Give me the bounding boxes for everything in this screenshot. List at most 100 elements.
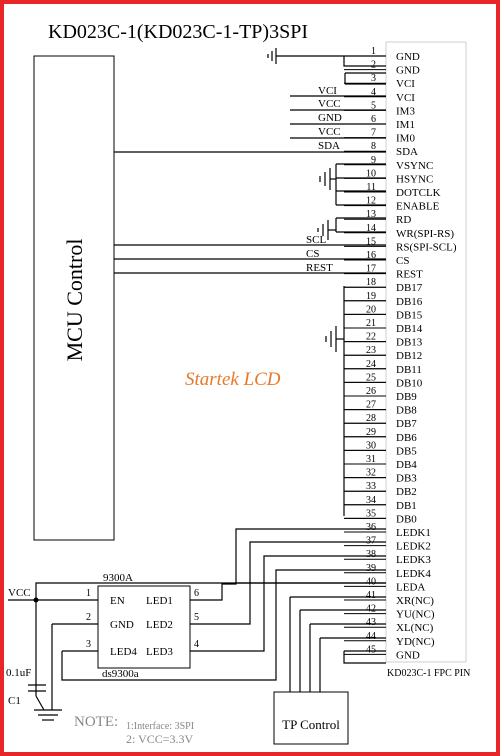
fpc-pin-number: 39 [366, 563, 376, 574]
net-sda: SDA [318, 140, 340, 152]
fpc-pin-name: DB3 [396, 473, 417, 485]
fpc-pin-name: DB15 [396, 309, 423, 321]
fpc-pin-name: LEDK1 [396, 527, 431, 539]
fpc-pin-name: IM1 [396, 119, 415, 131]
fpc-pin-name: HSYNC [396, 173, 433, 185]
driver-left-pin-name: GND [110, 619, 134, 631]
fpc-pin-number: 9 [371, 155, 376, 166]
fpc-pin-number: 6 [371, 114, 376, 125]
fpc-pin-row: 44 YD(NC) [344, 631, 435, 648]
fpc-pin-name: DB16 [396, 296, 423, 308]
fpc-pin-number: 29 [366, 427, 376, 438]
fpc-pin-name: VCI [396, 92, 415, 104]
fpc-pin-row: 2 GND [344, 60, 420, 77]
fpc-pin-number: 7 [371, 128, 376, 139]
fpc-pin-name: CS [396, 255, 409, 267]
fpc-pin-name: IM0 [396, 133, 415, 145]
fpc-pin-name: GND [396, 649, 420, 661]
fpc-pin-number: 4 [371, 87, 376, 98]
vcc-input-label: VCC [8, 587, 31, 599]
fpc-pin-name: YU(NC) [396, 609, 435, 621]
note-line-1: 1:Interface: 3SPI [126, 721, 194, 732]
fpc-pin-number: 12 [366, 196, 376, 207]
driver-left-pin-number: 2 [86, 612, 91, 623]
fpc-pin-number: 2 [371, 60, 376, 71]
fpc-pin-number: 3 [371, 73, 376, 84]
fpc-pin-name: LEDA [396, 581, 425, 593]
fpc-pin-number: 40 [366, 576, 376, 587]
fpc-pin-name: DB17 [396, 282, 423, 294]
fpc-pin-row: 9 VSYNC [344, 155, 433, 172]
fpc-pin-number: 1 [371, 46, 376, 57]
fpc-pin-number: 10 [366, 168, 376, 179]
fpc-pin-number: 37 [366, 536, 376, 547]
net-vcc-7: VCC [318, 126, 341, 138]
note-line-2: 2: VCC=3.3V [126, 732, 194, 746]
fpc-pin-number: 26 [366, 386, 376, 397]
fpc-pin-name: DB4 [396, 459, 417, 471]
fpc-pin-row: 36 LEDK1 [344, 522, 431, 539]
fpc-pin-name: YD(NC) [396, 636, 435, 648]
driver-bottom-label: ds9300a [102, 668, 139, 680]
led-driver-ic [97, 585, 191, 669]
driver-left-pin-name: EN [110, 595, 125, 607]
fpc-pin-name: LEDK3 [396, 554, 431, 566]
fpc-pin-name: DB9 [396, 391, 417, 403]
rd-wr-ground [317, 217, 386, 240]
fpc-pin-name: DB13 [396, 337, 423, 349]
fpc-pin-number: 30 [366, 440, 376, 451]
fpc-pin-number: 23 [366, 345, 376, 356]
driver-left-pin-number: 3 [86, 639, 91, 650]
fpc-pin-row: 37 LEDK2 [344, 536, 431, 553]
net-vci: VCI [318, 85, 337, 97]
fpc-pin-name: VSYNC [396, 160, 433, 172]
net-vcc-5: VCC [318, 98, 341, 110]
driver-right-pin-name: LED3 [146, 646, 173, 658]
fpc-pin-number: 16 [366, 250, 376, 261]
fpc-pin-number: 35 [366, 508, 376, 519]
fpc-pin-name: DB14 [396, 323, 423, 335]
fpc-pin-number: 31 [366, 454, 376, 465]
fpc-pin-name: GND [396, 65, 420, 77]
fpc-pin-name: IM3 [396, 105, 415, 117]
driver-right-pin-name: LED2 [146, 619, 173, 631]
fpc-pin-row: 40 LEDA [344, 576, 425, 593]
fpc-pin-name: DB0 [396, 513, 417, 525]
mcu-label: MCU Control [62, 239, 87, 362]
driver-top-label: 9300A [103, 572, 133, 584]
fpc-pin-number: 17 [366, 264, 376, 275]
fpc-pin-row: 16 CS [344, 250, 409, 267]
fpc-pin-number: 33 [366, 481, 376, 492]
driver-right-pin-number: 5 [194, 612, 199, 623]
mcu-block [33, 55, 115, 541]
net-gnd-6: GND [318, 112, 342, 124]
fpc-pin-name: DB11 [396, 364, 422, 376]
fpc-pin-number: 36 [366, 522, 376, 533]
fpc-pin-number: 22 [366, 332, 376, 343]
fpc-pin-number: 43 [366, 617, 376, 628]
diagram-title: KD023C-1(KD023C-1-TP)3SPI [48, 21, 308, 43]
fpc-pin-number: 44 [366, 631, 376, 642]
fpc-pin-number: 32 [366, 468, 376, 479]
fpc-pin-name: LEDK2 [396, 541, 431, 553]
led-wiring [8, 528, 386, 721]
fpc-pin-number: 18 [366, 277, 376, 288]
fpc-pin-name: WR(SPI-RS) [396, 228, 454, 240]
note-title: NOTE: [74, 714, 118, 730]
fpc-pin-name: GND [396, 51, 420, 63]
fpc-connector [385, 41, 467, 663]
fpc-pin-name: VCI [396, 78, 415, 90]
cap-value: 0.1uF [6, 667, 31, 679]
fpc-pin-number: 20 [366, 304, 376, 315]
fpc-pin-row: 4 VCI [344, 87, 415, 104]
